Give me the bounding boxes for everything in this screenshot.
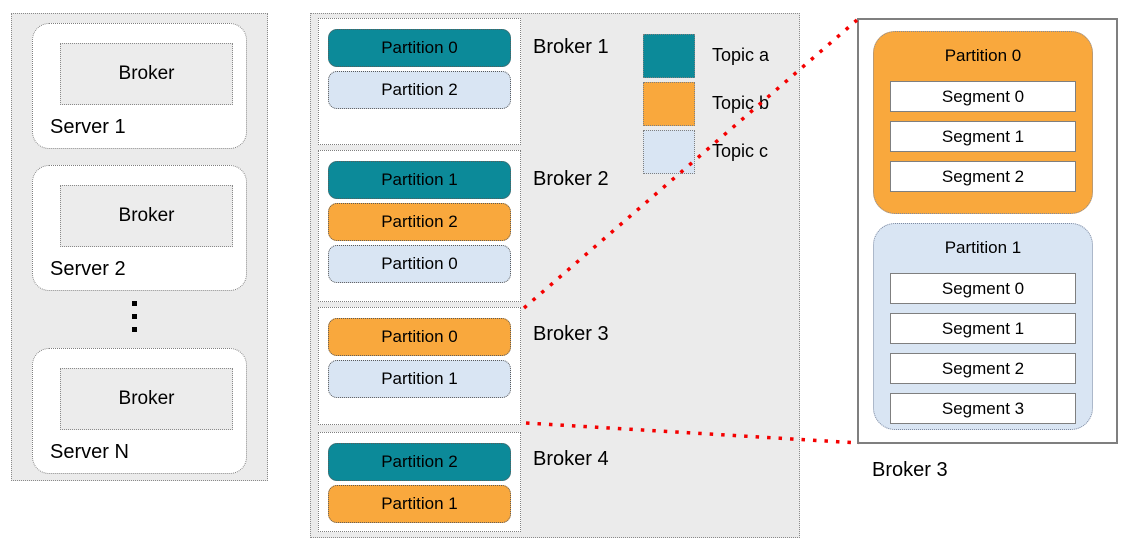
broker-box: Broker [60, 43, 233, 105]
detail-partition-box: Partition 0 Segment 0 Segment 1 Segment 2 [873, 31, 1093, 214]
segment-box: Segment 1 [890, 313, 1076, 344]
partition: Partition 0 [328, 318, 511, 356]
detail-partition-label: Partition 0 [944, 46, 1022, 65]
detail-partition-label: Partition 1 [944, 238, 1022, 257]
broker-label: Broker 3 [533, 323, 609, 345]
segment-box: Segment 2 [890, 161, 1076, 192]
segment-box: Segment 3 [890, 393, 1076, 424]
segment-box: Segment 0 [890, 81, 1076, 112]
brokers-panel: Partition 0 Partition 2 Broker 1 Partition … [310, 13, 800, 538]
legend-label: Topic a [712, 45, 770, 65]
ellipsis-dot [132, 327, 137, 332]
broker-partitions-box: Partition 0 Partition 1 [318, 307, 521, 425]
partition: Partition 0 [328, 245, 511, 283]
broker-label: Broker 4 [533, 448, 609, 470]
vertical-ellipsis [132, 301, 137, 332]
legend-label: Topic b [712, 93, 770, 113]
legend-label: Topic c [712, 141, 769, 161]
broker-label: Broker 2 [533, 168, 609, 190]
partition: Partition 1 [328, 161, 511, 199]
partition: Partition 2 [328, 71, 511, 109]
broker-partitions-box: Partition 2 Partition 1 [318, 432, 521, 532]
broker-box: Broker [60, 368, 233, 430]
server-label: Server 2 [50, 258, 126, 280]
broker-box: Broker [60, 185, 233, 247]
legend-swatch [643, 82, 695, 126]
ellipsis-dot [132, 301, 137, 306]
server-label: Server 1 [50, 116, 126, 138]
legend-swatch [643, 130, 695, 174]
partition: Partition 1 [328, 360, 511, 398]
server-label: Server N [50, 441, 129, 463]
broker-partitions-box: Partition 1 Partition 2 Partition 0 [318, 150, 521, 302]
segment-box: Segment 2 [890, 353, 1076, 384]
partition: Partition 2 [328, 443, 511, 481]
ellipsis-dot [132, 314, 137, 319]
partition: Partition 1 [328, 485, 511, 523]
broker-partitions-box: Partition 0 Partition 2 [318, 18, 521, 145]
detail-partition-box: Partition 1 Segment 0 Segment 1 Segment 2 Se… [873, 223, 1093, 430]
broker-label: Broker 1 [533, 36, 609, 58]
partition: Partition 2 [328, 203, 511, 241]
detail-panel-caption: Broker 3 [872, 459, 948, 481]
legend-swatch [643, 34, 695, 78]
segment-box: Segment 0 [890, 273, 1076, 304]
segment-box: Segment 1 [890, 121, 1076, 152]
partition: Partition 0 [328, 29, 511, 67]
